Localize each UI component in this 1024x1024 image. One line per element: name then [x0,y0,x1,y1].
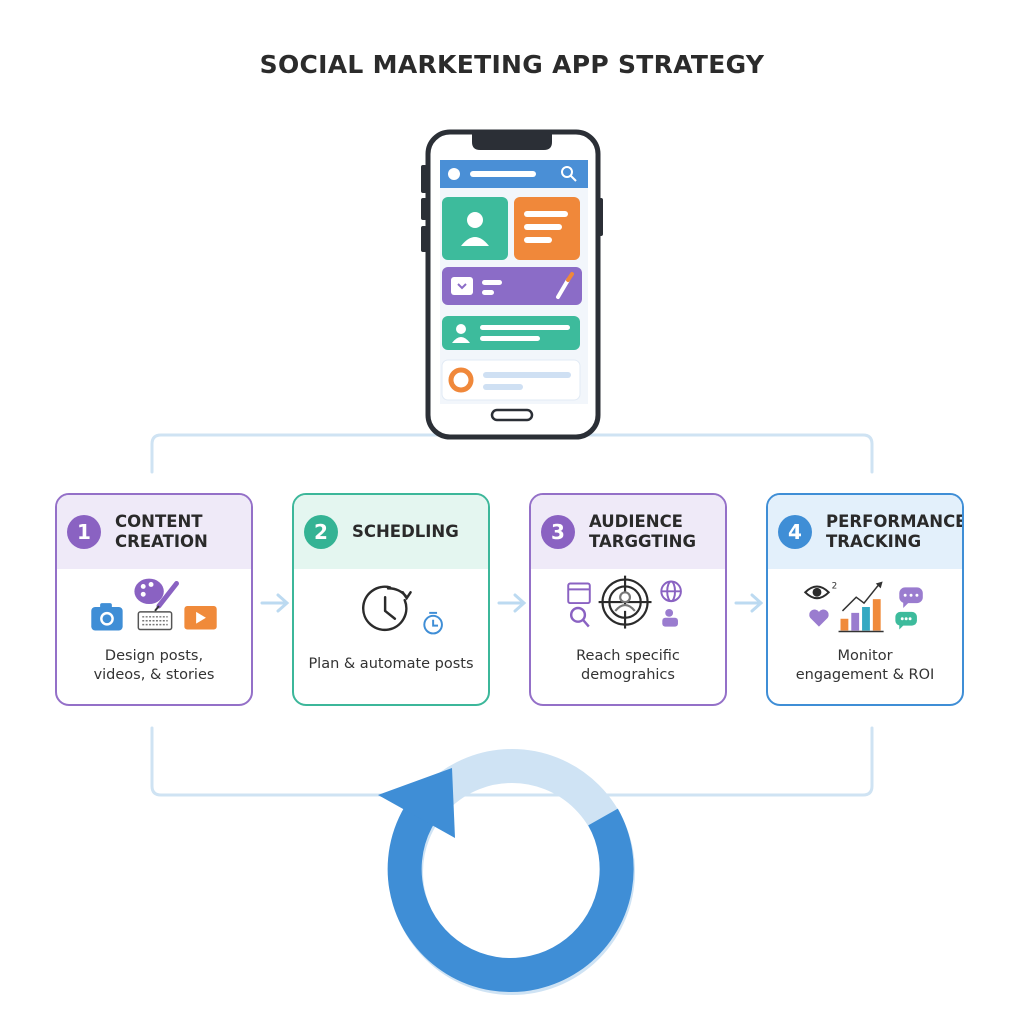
keyboard-icon [137,611,173,631]
step-description: Plan & automate posts [308,656,474,672]
stopwatch-icon [423,611,443,635]
step-icons: 2 [803,581,923,633]
eye-icon [803,585,831,600]
heart-icon [809,609,829,627]
camera-icon [91,603,123,631]
phone-illustration [421,129,603,440]
chat-icon [895,587,923,630]
step-description: Design posts,videos, & stories [93,648,215,683]
clock-icon [362,585,412,632]
step-icons [91,578,217,631]
step-icons [567,575,682,629]
bar-chart-icon [838,581,884,633]
step-number-badge: 2 [304,515,338,549]
page-title: SOCIAL MARKETING APP STRATEGY [259,50,765,79]
eye-superscript: 2 [832,581,838,591]
globe-icon [660,580,682,603]
step-number-badge: 4 [778,515,812,549]
magnifier-icon [569,606,590,628]
step-number-badge: 1 [67,515,101,549]
step-card-scheduling[interactable]: 2 SCHEDLING Plan & automate posts [292,493,490,706]
cycle-connector [150,433,874,797]
palette-icon [134,578,179,612]
people-icon [662,608,678,627]
step-icons [362,585,443,635]
step-header: 2 SCHEDLING [294,495,488,569]
step-arrows [260,593,764,613]
calendar-icon [567,582,591,605]
refresh-cycle-icon [378,749,635,995]
step-title: SCHEDLING [352,522,459,541]
step-number-badge: 3 [541,515,575,549]
target-user-icon [598,575,652,629]
video-play-icon [184,606,217,630]
